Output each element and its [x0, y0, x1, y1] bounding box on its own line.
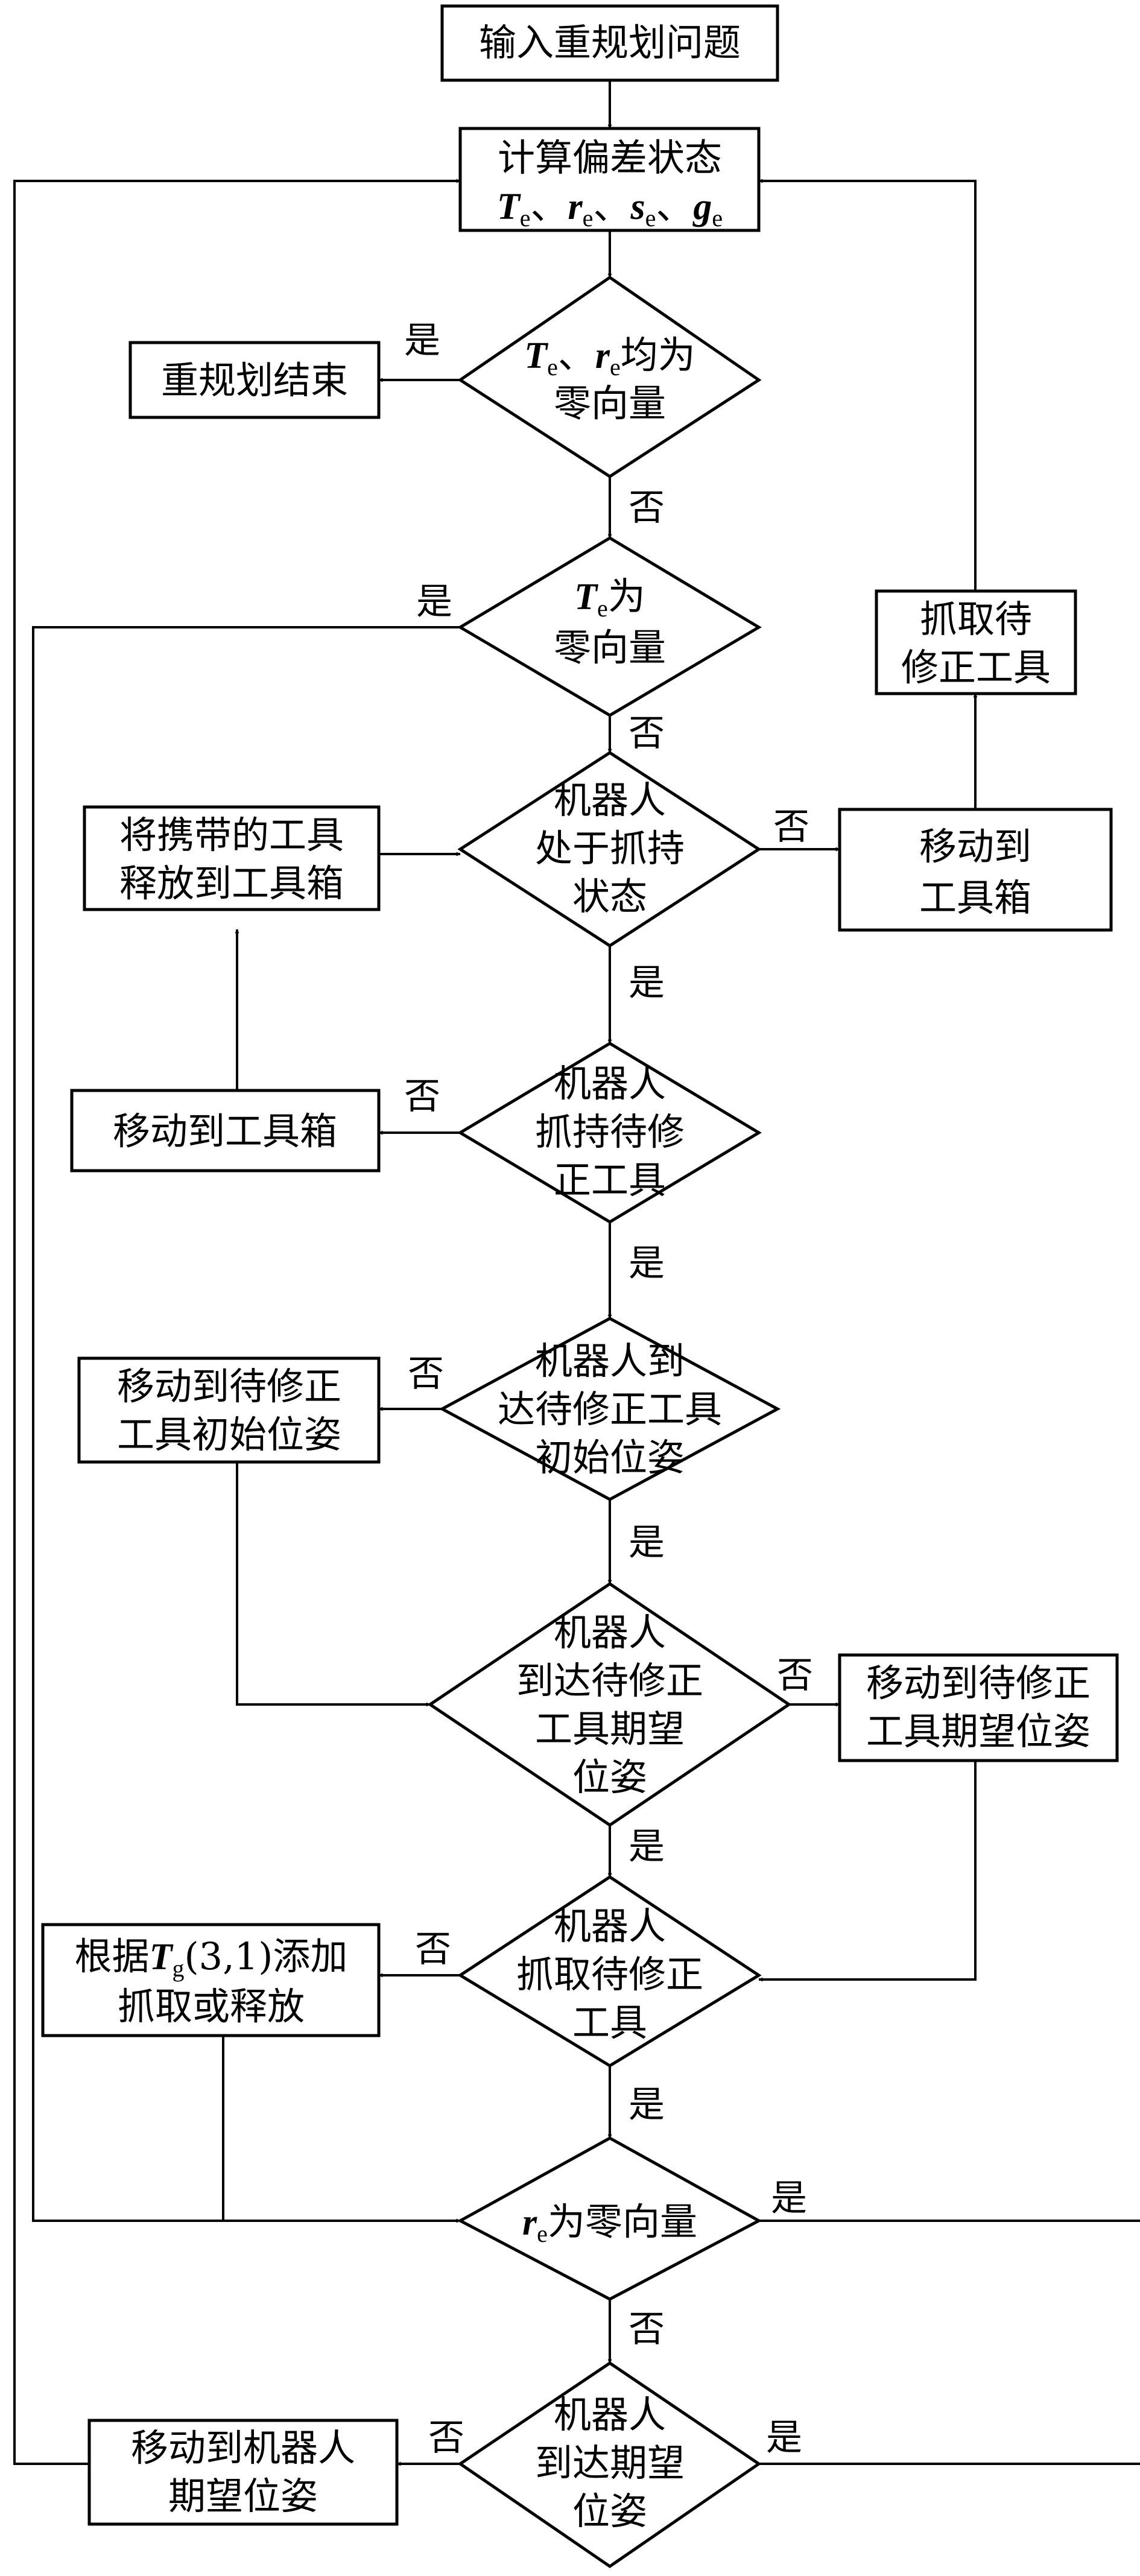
move-to-initial-line1: 移动到待修正 — [117, 1364, 341, 1408]
grab-tool-right-box: 抓取待 修正工具 — [875, 589, 1077, 695]
decision-at-desired-line3: 工具期望 — [535, 1707, 685, 1751]
label-d1-no: 否 — [629, 487, 665, 529]
label-d1-yes: 是 — [404, 320, 440, 362]
decision-holding-line3: 状态 — [572, 875, 647, 919]
label-d7-yes: 是 — [629, 2084, 665, 2126]
release-tool-box: 将携带的工具 释放到工具箱 — [83, 805, 381, 911]
decision-at-desired-tool: 机器人 到达待修正 工具期望 位姿 — [427, 1581, 792, 1828]
label-d8-yes: 是 — [766, 2417, 802, 2459]
grab-tool-right-line1: 抓取待 — [920, 597, 1032, 641]
decision-te-zero: Te为 零向量 — [457, 536, 762, 717]
add-grab-release-line1: 根据Tg(3,1)添加 — [75, 1934, 348, 1982]
release-tool-line1: 将携带的工具 — [119, 813, 344, 857]
move-to-desired-tool-box: 移动到待修正 工具期望位姿 — [838, 1653, 1119, 1762]
start-label: 输入重规划问题 — [479, 21, 741, 65]
move-toolbox-right-line2: 工具箱 — [919, 876, 1031, 920]
decision-re-zero-label: re为零向量 — [522, 2200, 697, 2247]
move-robot-desired-line2: 期望位姿 — [168, 2474, 318, 2518]
decision-holding-target-line3: 正工具 — [554, 1158, 666, 1202]
move-robot-desired-box: 移动到机器人 期望位姿 — [87, 2419, 399, 2526]
decision-grabbed-line2: 抓取待修正 — [516, 1952, 703, 1996]
label-d5-yes: 是 — [629, 1522, 665, 1564]
decision-re-zero: re为零向量 — [457, 2136, 762, 2301]
edge-movedes-d7 — [758, 1761, 977, 1982]
decision-te-line1: Te为 — [574, 574, 645, 622]
decision-at-initial-line3: 初始位姿 — [535, 1435, 685, 1479]
add-grab-release-line2: 抓取或释放 — [118, 1984, 305, 2028]
edge-labels: 是 否 是 否 否 是 否 是 否 是 否 是 否 是 是 否 否 是 — [404, 320, 813, 2459]
edge-moveinit-d6 — [236, 1462, 431, 1707]
decision-holding-line2: 处于抓持 — [535, 826, 685, 870]
decision-at-initial-line1: 机器人到 — [535, 1339, 685, 1383]
decision-at-initial: 机器人到 达待修正工具 初始位姿 — [439, 1317, 781, 1501]
start-box: 输入重规划问题 — [440, 4, 779, 82]
decision-robot-desired-line2: 到达期望 — [535, 2441, 685, 2485]
edge-grab-calc — [758, 179, 977, 591]
decision-robot-desired-line3: 位姿 — [572, 2489, 647, 2533]
decision-grabbed-line1: 机器人 — [554, 1904, 666, 1948]
move-robot-desired-line1: 移动到机器人 — [131, 2426, 355, 2470]
edges — [13, 80, 1140, 2466]
calc-deviation-line1: 计算偏差状态 — [498, 136, 722, 180]
label-d6-yes: 是 — [629, 1826, 665, 1868]
calc-deviation-box: 计算偏差状态 Te、re、se、ge — [458, 127, 761, 232]
nodes: 输入重规划问题 计算偏差状态 Te、re、se、ge Te、re均为 零向量 重… — [41, 4, 1119, 2569]
move-to-initial-line2: 工具初始位姿 — [117, 1413, 341, 1457]
edge-d2-yes — [32, 626, 461, 2223]
decision-robot-desired-line1: 机器人 — [554, 2393, 666, 2437]
decision-te-re-line2: 零向量 — [554, 381, 666, 425]
decision-grabbed-line3: 工具 — [572, 2001, 647, 2045]
label-d6-no: 否 — [777, 1654, 813, 1697]
label-d4-no: 否 — [404, 1075, 440, 1118]
replan-end-label: 重规划结束 — [161, 358, 348, 402]
label-d2-no: 否 — [629, 712, 665, 755]
move-toolbox-left-box: 移动到工具箱 — [70, 1089, 381, 1172]
decision-te-re-zero: Te、re均为 零向量 — [457, 275, 762, 478]
decision-holding: 机器人 处于抓持 状态 — [457, 751, 762, 948]
decision-at-desired-line1: 机器人 — [554, 1610, 666, 1654]
decision-te-line2: 零向量 — [554, 625, 666, 669]
label-d5-no: 否 — [408, 1353, 444, 1395]
move-to-initial-box: 移动到待修正 工具初始位姿 — [77, 1356, 381, 1464]
label-d8-no: 否 — [428, 2417, 464, 2459]
add-grab-release-box: 根据Tg(3,1)添加 抓取或释放 — [41, 1923, 381, 2037]
move-toolbox-left-label: 移动到工具箱 — [113, 1109, 337, 1153]
move-to-desired-line1: 移动到待修正 — [866, 1661, 1091, 1705]
decision-at-desired-line2: 到达待修正 — [516, 1659, 703, 1703]
replan-end-box: 重规划结束 — [128, 341, 381, 419]
decision-holding-line1: 机器人 — [554, 778, 666, 822]
decision-te-re-line1: Te、re均为 — [524, 333, 695, 381]
move-toolbox-right-box: 移动到 工具箱 — [838, 808, 1113, 932]
decision-robot-desired: 机器人 到达期望 位姿 — [457, 2361, 762, 2569]
decision-at-desired-line4: 位姿 — [572, 1755, 647, 1799]
move-to-desired-line2: 工具期望位姿 — [866, 1709, 1091, 1753]
label-d7-no: 否 — [415, 1928, 451, 1970]
decision-grabbed: 机器人 抓取待修正 工具 — [457, 1875, 762, 2068]
calc-deviation-line2: Te、re、se、ge — [497, 184, 723, 232]
label-d2-yes: 是 — [416, 581, 452, 623]
release-tool-line2: 释放到工具箱 — [119, 861, 344, 905]
decision-holding-target-line2: 抓持待修 — [535, 1110, 685, 1154]
decision-at-initial-line2: 达待修正工具 — [498, 1387, 722, 1431]
grab-tool-right-line2: 修正工具 — [901, 645, 1051, 689]
decision-holding-target: 机器人 抓持待修 正工具 — [457, 1042, 762, 1224]
label-re-yes: 是 — [771, 2177, 807, 2220]
edge-moverobot-calc — [13, 179, 461, 2465]
label-d3-no: 否 — [773, 806, 809, 848]
move-toolbox-right-line1: 移动到 — [919, 824, 1031, 869]
label-re-no: 否 — [629, 2308, 665, 2350]
label-d3-yes: 是 — [629, 962, 665, 1004]
decision-holding-target-line1: 机器人 — [554, 1062, 666, 1106]
label-d4-yes: 是 — [629, 1242, 665, 1285]
